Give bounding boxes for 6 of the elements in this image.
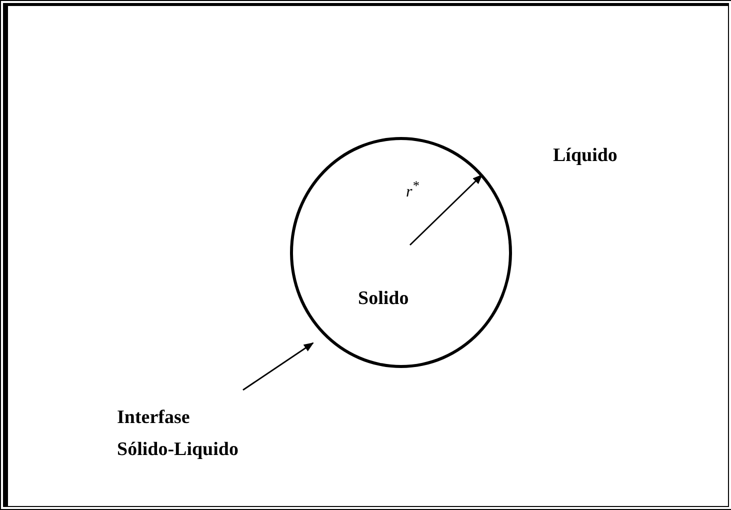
solid-circle: [290, 137, 512, 368]
radius-symbol: r$^{*}$: [406, 178, 419, 202]
leader-arrow: [242, 342, 314, 391]
phase-label: Líquido: [553, 145, 618, 167]
phase-label: Solido: [358, 288, 409, 310]
interface-label: Interfase Sólido-Liquido: [117, 402, 244, 468]
